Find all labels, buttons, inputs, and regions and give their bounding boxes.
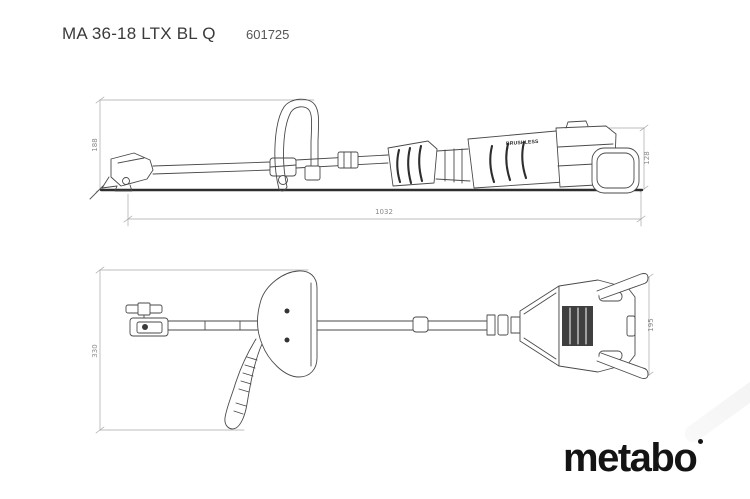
dim-label-side-height-right: 128 bbox=[643, 151, 651, 165]
top-view-tool bbox=[125, 270, 649, 430]
cutter-head bbox=[101, 152, 154, 192]
ground-tick bbox=[89, 185, 104, 200]
battery-housing-top bbox=[558, 279, 636, 373]
dim-label-top-width-right: 195 bbox=[647, 318, 655, 332]
shaft-front bbox=[152, 161, 271, 175]
top-view-drawing bbox=[95, 266, 654, 434]
cross-handle bbox=[125, 302, 163, 319]
side-view-drawing bbox=[89, 96, 649, 227]
shaft-coupler bbox=[269, 157, 297, 185]
motor-cone bbox=[519, 285, 560, 367]
metabo-logo-text: metabo bbox=[563, 436, 698, 480]
side-view-tool bbox=[101, 98, 640, 194]
product-title: MA 36-18 LTX BL Q bbox=[62, 24, 216, 43]
dim-label-top-width-left: 330 bbox=[91, 344, 99, 358]
dim-label-side-height-left: 188 bbox=[91, 138, 99, 152]
loop-handle bbox=[274, 98, 321, 192]
article-number: 601725 bbox=[246, 27, 290, 42]
metabo-logo: metabo bbox=[563, 436, 704, 481]
rear-collars bbox=[486, 314, 521, 336]
trademark-dot-icon bbox=[698, 439, 704, 444]
handle-grip bbox=[224, 338, 263, 430]
top-view-dimension-lines bbox=[95, 266, 654, 434]
top-shaft bbox=[167, 316, 488, 333]
gearbox-head bbox=[129, 317, 169, 337]
dim-label-side-length: 1032 bbox=[375, 208, 393, 216]
carry-hooks bbox=[596, 273, 649, 379]
side-view-dimension-lines bbox=[95, 96, 649, 227]
housing-neck bbox=[435, 148, 471, 184]
stand-hook bbox=[591, 147, 640, 194]
handle-plate bbox=[256, 270, 318, 378]
rear-grip bbox=[387, 140, 438, 187]
